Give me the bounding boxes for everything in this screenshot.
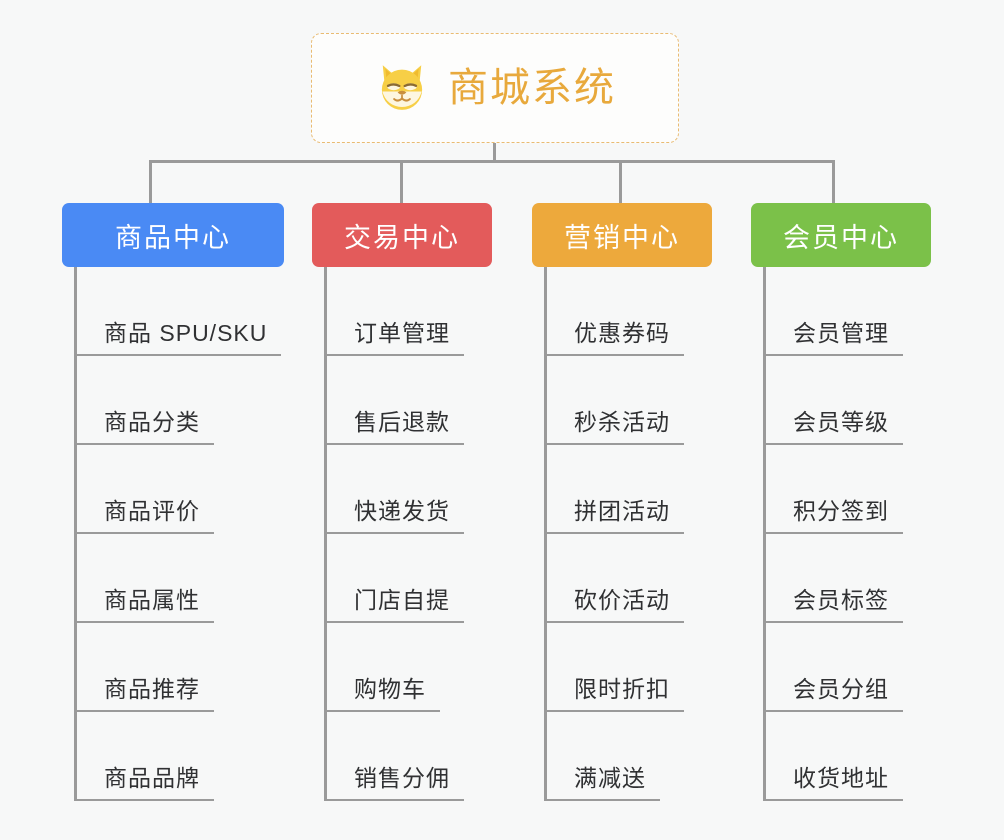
list-item-label: 快递发货 — [354, 498, 450, 524]
root-node-title: 商城系统 — [448, 66, 616, 110]
list-item[interactable]: 会员等级 — [751, 356, 931, 445]
list-item-label: 商品品牌 — [104, 765, 200, 791]
list-item-label: 商品评价 — [104, 498, 200, 524]
shiba-dog-face-icon — [374, 60, 430, 116]
branch-column-member-center: 会员中心 会员管理 会员等级 积分签到 会员标签 会员分组 收货地址 — [751, 203, 931, 801]
list-item[interactable]: 秒杀活动 — [532, 356, 712, 445]
list-item[interactable]: 限时折扣 — [532, 623, 712, 712]
list-item[interactable]: 满减送 — [532, 712, 712, 801]
list-item-label: 购物车 — [354, 676, 426, 702]
list-item-label: 门店自提 — [354, 587, 450, 613]
list-item-label: 订单管理 — [354, 320, 450, 346]
branch-column-marketing-center: 营销中心 优惠券码 秒杀活动 拼团活动 砍价活动 限时折扣 满减送 — [532, 203, 712, 801]
branch-column-product-center: 商品中心 商品 SPU/SKU 商品分类 商品评价 商品属性 商品推荐 商品品牌 — [62, 203, 284, 801]
connector-horizontal-bus — [149, 160, 835, 163]
branch-header-trade-center[interactable]: 交易中心 — [312, 203, 492, 267]
list-item[interactable]: 售后退款 — [312, 356, 492, 445]
list-item[interactable]: 会员管理 — [751, 267, 931, 356]
list-item-label: 优惠券码 — [574, 320, 670, 346]
list-item[interactable]: 会员分组 — [751, 623, 931, 712]
list-item[interactable]: 商品分类 — [62, 356, 284, 445]
list-item-label: 商品属性 — [104, 587, 200, 613]
list-item-label: 拼团活动 — [574, 498, 670, 524]
branch-header-member-center[interactable]: 会员中心 — [751, 203, 931, 267]
list-item-label: 收货地址 — [793, 765, 889, 791]
list-item[interactable]: 优惠券码 — [532, 267, 712, 356]
list-item-label: 会员管理 — [793, 320, 889, 346]
list-item[interactable]: 砍价活动 — [532, 534, 712, 623]
root-node-mall-system[interactable]: 商城系统 — [311, 33, 679, 143]
list-item-label: 满减送 — [574, 765, 646, 791]
connector-drop-2 — [400, 160, 403, 203]
list-item[interactable]: 商品评价 — [62, 445, 284, 534]
branch-items-member-center: 会员管理 会员等级 积分签到 会员标签 会员分组 收货地址 — [751, 267, 931, 801]
list-item-label: 限时折扣 — [574, 676, 670, 702]
branch-column-trade-center: 交易中心 订单管理 售后退款 快递发货 门店自提 购物车 销售分佣 — [312, 203, 492, 801]
list-item[interactable]: 收货地址 — [751, 712, 931, 801]
list-item-label: 积分签到 — [793, 498, 889, 524]
list-item[interactable]: 拼团活动 — [532, 445, 712, 534]
list-item[interactable]: 商品推荐 — [62, 623, 284, 712]
list-item-label: 会员标签 — [793, 587, 889, 613]
list-item-label: 售后退款 — [354, 409, 450, 435]
branch-items-trade-center: 订单管理 售后退款 快递发货 门店自提 购物车 销售分佣 — [312, 267, 492, 801]
list-item[interactable]: 积分签到 — [751, 445, 931, 534]
list-item-label: 商品分类 — [104, 409, 200, 435]
list-item[interactable]: 门店自提 — [312, 534, 492, 623]
list-item-label: 砍价活动 — [574, 587, 670, 613]
list-item[interactable]: 商品属性 — [62, 534, 284, 623]
list-item-label: 销售分佣 — [354, 765, 450, 791]
list-item[interactable]: 商品品牌 — [62, 712, 284, 801]
list-item[interactable]: 快递发货 — [312, 445, 492, 534]
connector-drop-3 — [619, 160, 622, 203]
list-item-label: 会员等级 — [793, 409, 889, 435]
connector-drop-1 — [149, 160, 152, 203]
list-item[interactable]: 商品 SPU/SKU — [62, 267, 284, 356]
list-item[interactable]: 订单管理 — [312, 267, 492, 356]
branch-items-marketing-center: 优惠券码 秒杀活动 拼团活动 砍价活动 限时折扣 满减送 — [532, 267, 712, 801]
list-item[interactable]: 销售分佣 — [312, 712, 492, 801]
list-item[interactable]: 会员标签 — [751, 534, 931, 623]
list-item-label: 商品 SPU/SKU — [104, 320, 268, 346]
branch-header-product-center[interactable]: 商品中心 — [62, 203, 284, 267]
branch-items-product-center: 商品 SPU/SKU 商品分类 商品评价 商品属性 商品推荐 商品品牌 — [62, 267, 284, 801]
list-item-label: 秒杀活动 — [574, 409, 670, 435]
list-item-label: 商品推荐 — [104, 676, 200, 702]
branch-header-marketing-center[interactable]: 营销中心 — [532, 203, 712, 267]
list-item-label: 会员分组 — [793, 676, 889, 702]
list-item[interactable]: 购物车 — [312, 623, 492, 712]
connector-drop-4 — [832, 160, 835, 203]
connector-root-stem — [493, 143, 496, 162]
